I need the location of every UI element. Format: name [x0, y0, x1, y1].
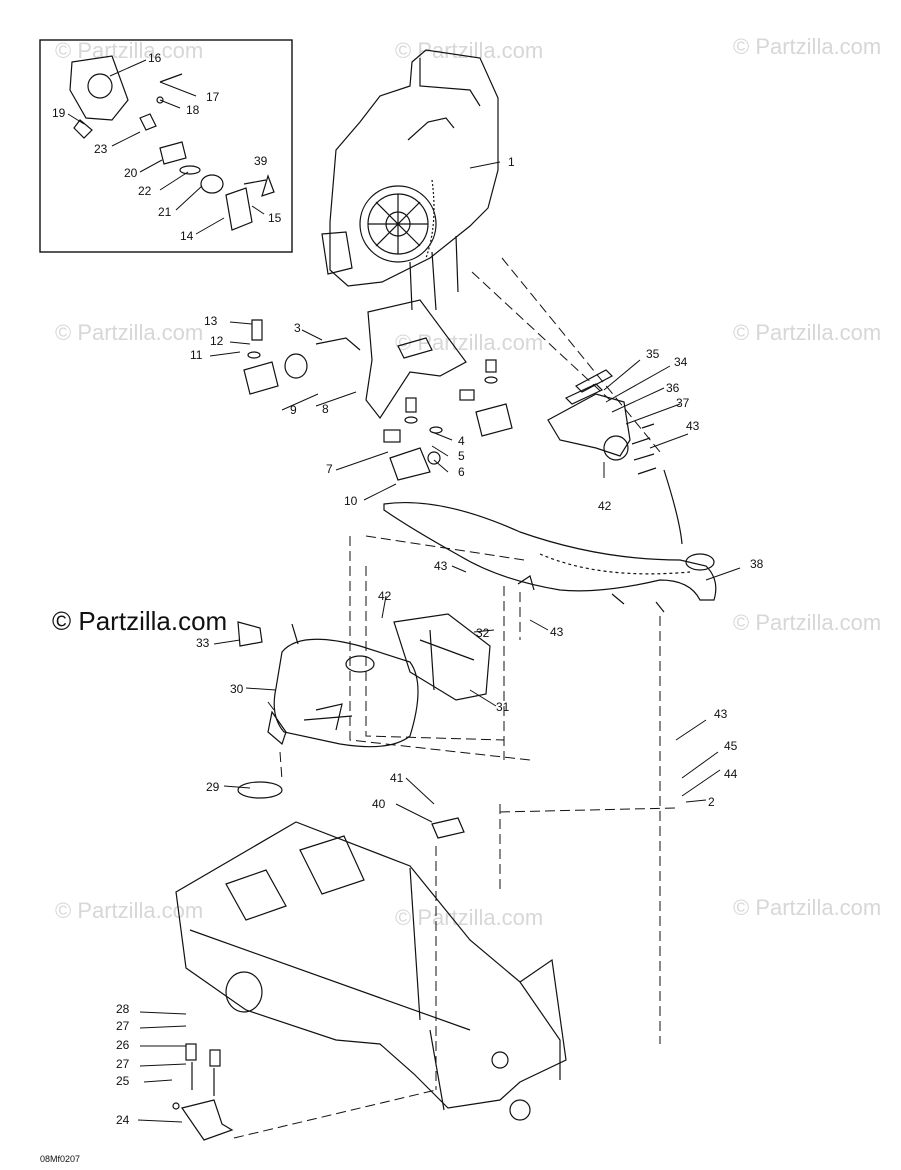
callout-number: 30 — [230, 682, 244, 696]
rubber-mounts — [383, 359, 513, 481]
callout-number: 8 — [322, 402, 329, 416]
callout-number: 34 — [674, 355, 688, 369]
callout-number: 27 — [116, 1019, 130, 1033]
detail-inset-frame — [39, 39, 293, 253]
callout-number: 43 — [714, 707, 728, 721]
inset-plate — [225, 174, 275, 231]
callout-number: 19 — [52, 106, 66, 120]
callout-number: 39 — [254, 154, 268, 168]
callout-number: 25 — [116, 1074, 130, 1088]
callout-number: 31 — [496, 700, 510, 714]
callout-number: 6 — [458, 465, 465, 479]
chassis-frame — [175, 821, 567, 1121]
watermark: © Partzilla.com — [55, 320, 204, 345]
callout-number: 17 — [206, 90, 220, 104]
watermark: © Partzilla.com — [733, 34, 882, 59]
callout-number: 16 — [148, 51, 162, 65]
callout-number: 33 — [196, 636, 210, 650]
watermark: © Partzilla.com — [395, 330, 544, 355]
callout-number: 26 — [116, 1038, 130, 1052]
exhaust-manifold — [547, 369, 683, 545]
callout-number: 23 — [94, 142, 108, 156]
callout-number: 18 — [186, 103, 200, 117]
callout-number: 43 — [686, 419, 700, 433]
callout-number: 27 — [116, 1057, 130, 1071]
callout-number: 24 — [116, 1113, 130, 1127]
callout-number: 38 — [750, 557, 764, 571]
callout-number: 41 — [390, 771, 404, 785]
callout-number: 20 — [124, 166, 138, 180]
callout-number: 2 — [708, 795, 715, 809]
callout-number: 43 — [550, 625, 564, 639]
callout-number: 28 — [116, 1002, 130, 1016]
small-bracket-40 — [431, 817, 465, 839]
watermark: © Partzilla.com — [733, 895, 882, 920]
callout-number: 42 — [378, 589, 392, 603]
drawing-code: 08Mf0207 — [40, 1154, 81, 1164]
callout-number: 11 — [190, 348, 203, 362]
callout-number: 4 — [458, 434, 465, 448]
callout-number: 43 — [434, 559, 448, 573]
callout-number: 45 — [724, 739, 738, 753]
callout-number: 36 — [666, 381, 680, 395]
callout-number: 37 — [676, 396, 690, 410]
inset-bolt-shaft — [139, 73, 224, 194]
watermark: © Partzilla.com — [733, 610, 882, 635]
callout-number: 12 — [210, 334, 224, 348]
callout-number: 14 — [180, 229, 194, 243]
callout-number: 44 — [724, 767, 738, 781]
brand-watermark: © Partzilla.com — [52, 606, 228, 636]
watermark: © Partzilla.com — [55, 38, 204, 63]
engine-mount-plate — [243, 299, 467, 420]
callout-number: 15 — [268, 211, 282, 225]
callout-number: 7 — [326, 462, 333, 476]
callout-number: 5 — [458, 449, 465, 463]
callout-number: 40 — [372, 797, 386, 811]
callout-number: 22 — [138, 184, 152, 198]
grommet — [237, 781, 283, 799]
watermark: © Partzilla.com — [733, 320, 882, 345]
callout-number: 32 — [476, 626, 490, 640]
tuned-pipe — [383, 501, 717, 613]
callout-number: 13 — [204, 314, 218, 328]
callout-number: 42 — [598, 499, 612, 513]
callout-number: 21 — [158, 205, 172, 219]
callout-number: 35 — [646, 347, 660, 361]
heat-shield — [393, 613, 491, 701]
leader-lines — [67, 59, 741, 1123]
leader-dashes — [233, 257, 677, 1139]
callout-number: 9 — [290, 403, 297, 417]
callout-number: 29 — [206, 780, 220, 794]
inset-bracket — [69, 55, 129, 139]
engine-body — [321, 49, 499, 311]
callout-number: 1 — [508, 155, 515, 169]
callout-number: 10 — [344, 494, 358, 508]
watermark: © Partzilla.com — [395, 905, 544, 930]
rear-bracket-assembly — [172, 1043, 234, 1141]
callout-number: 3 — [294, 321, 301, 335]
muffler — [237, 621, 419, 748]
